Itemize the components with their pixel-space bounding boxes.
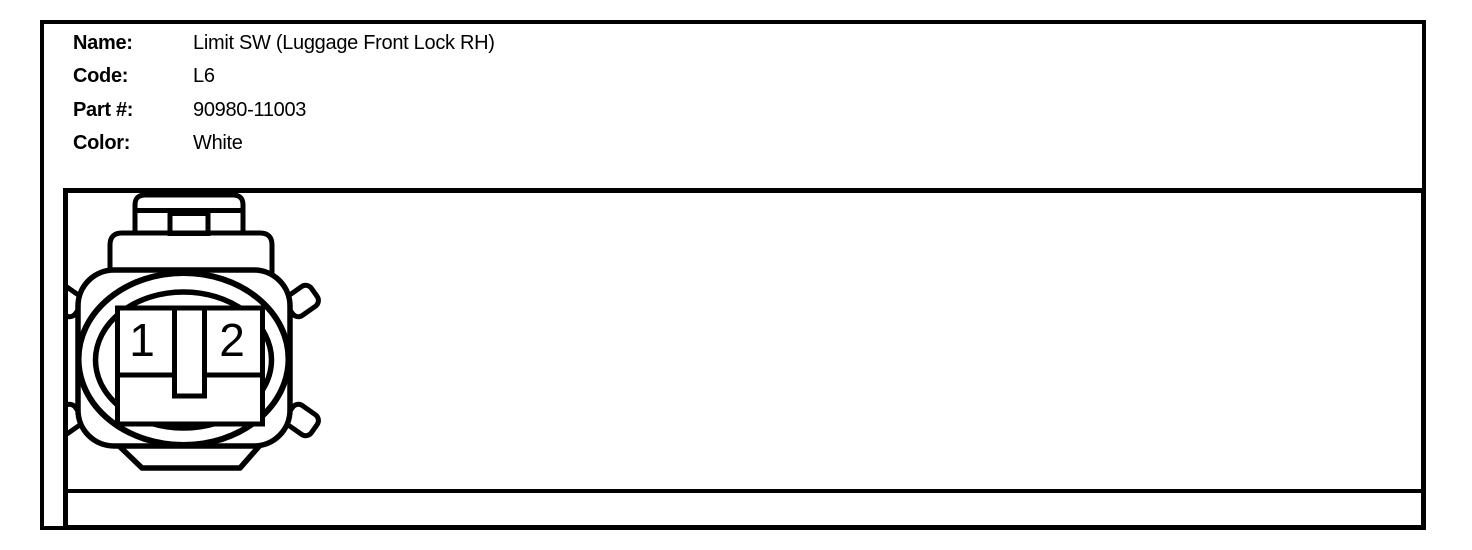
- code-value: L6: [193, 65, 215, 88]
- connector-face-drawing: 1 2: [68, 193, 321, 471]
- connector-diagram-box: 1 2: [63, 188, 1426, 530]
- info-row-color: Color: White: [73, 127, 495, 160]
- info-row-part-number: Part #: 90980-11003: [73, 94, 495, 127]
- name-value: Limit SW (Luggage Front Lock RH): [193, 32, 495, 54]
- code-label: Code:: [73, 65, 129, 88]
- color-label: Color:: [73, 132, 131, 155]
- bottom-tab: [114, 441, 265, 471]
- center-key-bar: [172, 305, 207, 399]
- pin-2-label: 2: [219, 314, 245, 366]
- inner-oval-ring: [92, 289, 275, 431]
- info-row-code: Code: L6: [73, 60, 495, 93]
- latch-detail-rect: [167, 211, 211, 236]
- info-row-name: Name: Limit SW (Luggage Front Lock RH): [73, 27, 495, 60]
- connector-info-panel: Name: Limit SW (Luggage Front Lock RH) C…: [73, 27, 495, 161]
- part-number-label: Part #:: [73, 98, 134, 121]
- color-value: White: [193, 132, 243, 155]
- notes-divider-line: [68, 489, 1421, 493]
- pin-1-label: 1: [129, 314, 155, 366]
- notes-row: [68, 493, 1421, 525]
- connector-drawing-area: 1 2: [68, 193, 1421, 489]
- part-number-value: 90980-11003: [193, 98, 307, 121]
- name-label: Name:: [73, 32, 133, 54]
